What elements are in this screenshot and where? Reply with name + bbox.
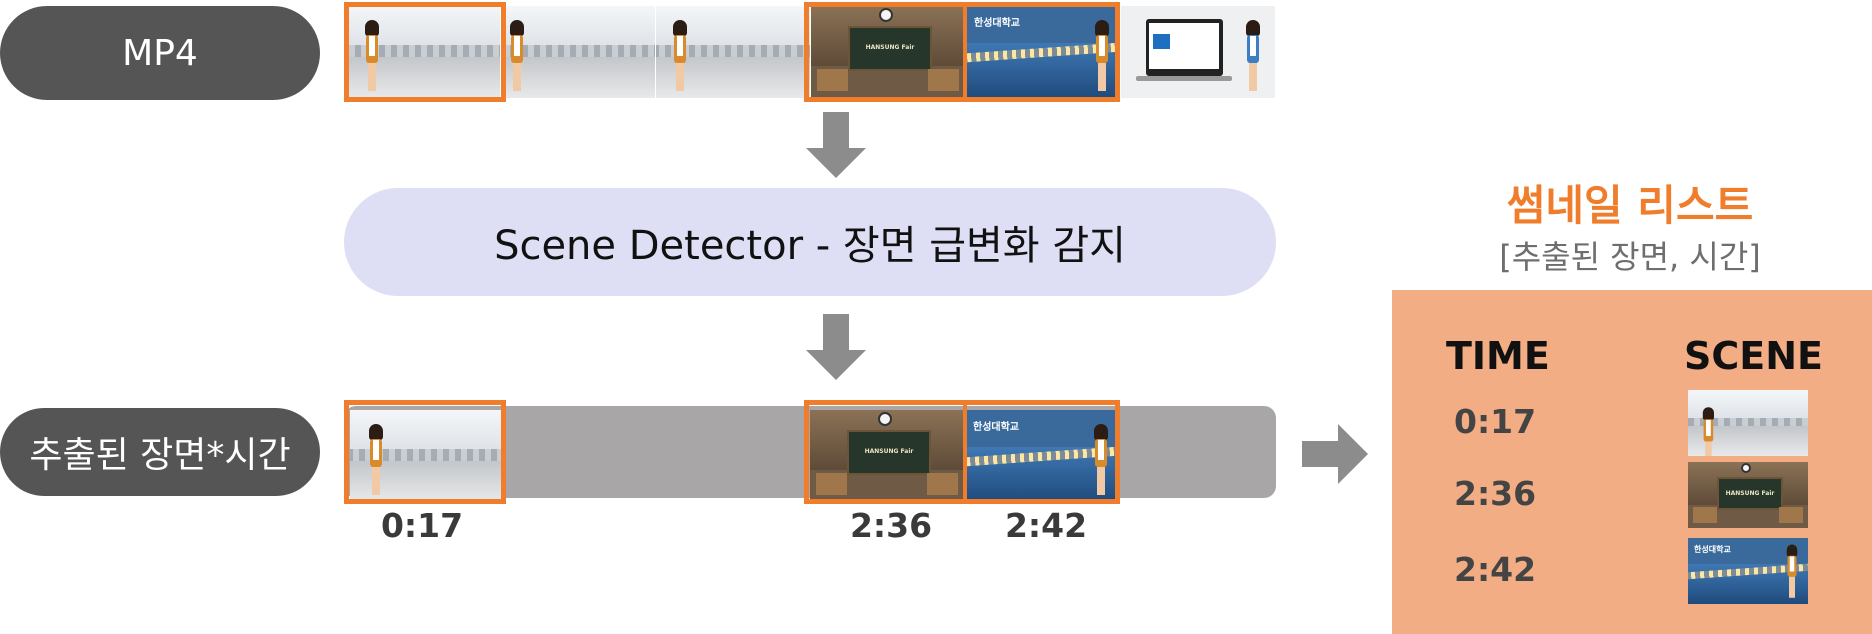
highlight-frame <box>804 400 1120 504</box>
bridge-caption: 한성대학교 <box>974 18 1020 29</box>
bridge-caption: 한성대학교 <box>973 422 1019 433</box>
board-text: HANSUNG Fair <box>865 43 915 51</box>
highlight-frame <box>344 2 506 102</box>
time-label: 2:42 <box>1004 506 1088 545</box>
list-row-scene: 한성대학교 <box>1688 538 1808 604</box>
extracted-frame: 한성대학교 <box>965 410 1119 502</box>
list-row-scene <box>1688 390 1808 456</box>
list-row-time: 2:42 <box>1454 550 1537 589</box>
scene-detector-box: Scene Detector - 장면 급변화 감지 <box>344 188 1276 296</box>
time-label: 0:17 <box>380 506 464 545</box>
extracted-scenes-label-text: 추출된 장면*시간 <box>29 435 291 476</box>
scene-detector-text: Scene Detector - 장면 급변화 감지 <box>494 223 1126 269</box>
extracted-scenes-label: 추출된 장면*시간 <box>0 408 320 496</box>
video-frame: HANSUNG Fair <box>811 6 965 98</box>
video-frame <box>346 6 500 98</box>
video-frame: 한성대학교 <box>966 6 1120 98</box>
highlight-frame <box>344 400 506 504</box>
board-text: HANSUNG Fair <box>1725 489 1775 497</box>
highlight-frame <box>804 2 1120 102</box>
time-column-header: TIME <box>1446 334 1550 378</box>
list-row-time: 0:17 <box>1454 402 1537 441</box>
list-row-time: 2:36 <box>1454 474 1537 513</box>
video-frame <box>656 6 810 98</box>
list-row-scene: HANSUNG Fair <box>1688 462 1808 528</box>
right-arrow-icon <box>1302 424 1368 484</box>
mp4-label: MP4 <box>0 6 320 100</box>
video-frame <box>1121 6 1275 98</box>
mp4-label-text: MP4 <box>122 32 198 74</box>
thumbnail-list-title: 썸네일 리스트 <box>1506 181 1754 230</box>
video-frame <box>501 6 655 98</box>
thumbnail-list-subtitle: [추출된 장면, 시간] <box>1499 238 1761 276</box>
extracted-frame <box>350 410 504 502</box>
down-arrow-icon <box>806 112 866 178</box>
extracted-frame: HANSUNG Fair <box>810 410 964 502</box>
time-label: 2:36 <box>849 506 933 545</box>
source-video-strip: HANSUNG Fair 한성대학교 <box>346 6 1276 98</box>
board-text: HANSUNG Fair <box>864 447 914 455</box>
down-arrow-icon <box>806 314 866 380</box>
bridge-caption: 한성대학교 <box>1694 545 1731 554</box>
scene-column-header: SCENE <box>1684 334 1823 378</box>
